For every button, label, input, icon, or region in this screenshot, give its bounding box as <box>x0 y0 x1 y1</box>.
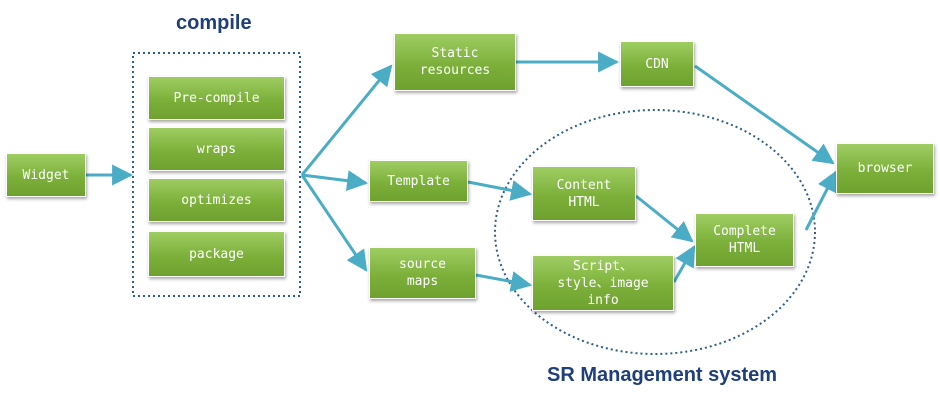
package-box: package <box>148 231 285 277</box>
arrow-content-to-complete <box>635 194 694 243</box>
precompile-box: Pre-compile <box>148 76 285 120</box>
compile-title: compile <box>176 12 252 34</box>
wraps-box: wraps <box>148 127 285 171</box>
sr-system-title: SR Management system <box>547 364 778 386</box>
cdn-box: CDN <box>620 41 694 87</box>
static-resources-box: Static resources <box>394 33 516 91</box>
complete-html-box: Complete HTML <box>695 213 794 267</box>
browser-box: browser <box>836 143 934 194</box>
template-box: Template <box>369 160 468 202</box>
arrow-compile-to-static <box>300 64 393 176</box>
content-html-box: Content HTML <box>532 166 636 221</box>
arrow-sourcemaps-to-script <box>475 271 533 292</box>
arrow-complete-to-browser <box>804 170 838 231</box>
widget-box: Widget <box>6 153 86 197</box>
sr-system-outline <box>494 109 816 355</box>
script-style-image-info-box: Script、 style、image info <box>532 255 674 311</box>
optimizes-box: optimizes <box>148 178 285 222</box>
source-maps-box: source maps <box>369 247 476 299</box>
arrow-template-to-content <box>467 180 533 201</box>
arrow-compile-to-template <box>301 170 369 192</box>
arrow-compile-to-sourcemaps <box>300 174 368 272</box>
arrow-script-to-complete <box>672 245 696 283</box>
arrow-cdn-to-browser <box>694 64 835 165</box>
